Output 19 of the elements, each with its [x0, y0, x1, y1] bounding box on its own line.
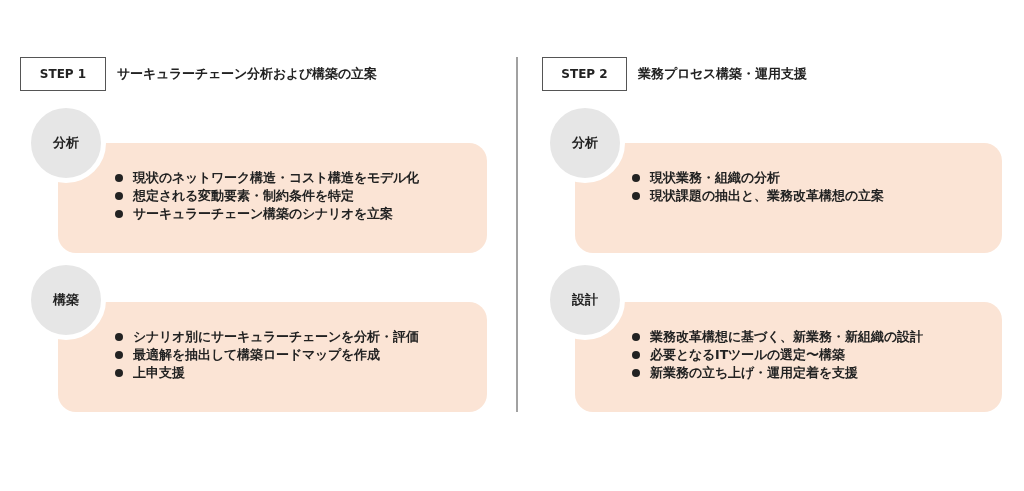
bullet-item: 業務改革構想に基づく、新業務・新組織の設計 [630, 328, 992, 346]
bullet-item: サーキュラーチェーン構築のシナリオを立案 [113, 205, 477, 223]
bullet-item: 最適解を抽出して構築ロードマップを作成 [113, 346, 477, 364]
bullet-item: 必要となるITツールの選定〜構築 [630, 346, 992, 364]
bullet-item: 上申支援 [113, 364, 477, 382]
category-label: 構築 [53, 291, 79, 309]
category-label: 設計 [572, 291, 598, 309]
bullet-item: 現状のネットワーク構造・コスト構造をモデル化 [113, 169, 477, 187]
bullet-item: 想定される変動要素・制約条件を特定 [113, 187, 477, 205]
step-label: STEP 2 [561, 67, 608, 81]
bullet-item: 現状課題の抽出と、業務改革構想の立案 [630, 187, 992, 205]
bullet-item: 新業務の立ち上げ・運用定着を支援 [630, 364, 992, 382]
bullet-item: 現状業務・組織の分析 [630, 169, 992, 187]
step-heading: サーキュラーチェーン分析および構築の立案 [117, 65, 377, 83]
step-label: STEP 1 [39, 67, 87, 81]
category-label: 分析 [53, 134, 79, 152]
bullet-item: シナリオ別にサーキュラーチェーンを分析・評価 [113, 328, 477, 346]
category-label: 分析 [572, 134, 598, 152]
step-heading: 業務プロセス構築・運用支援 [638, 65, 807, 83]
